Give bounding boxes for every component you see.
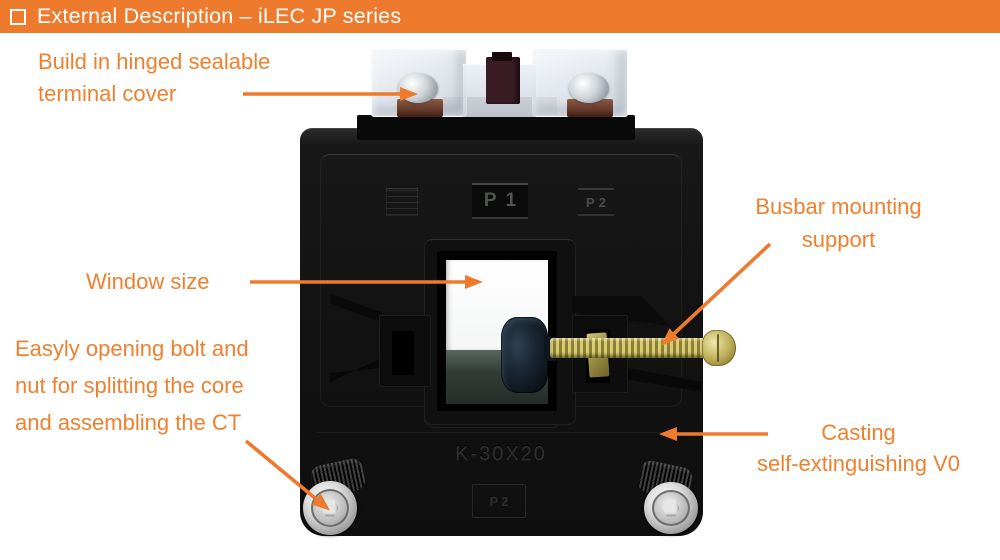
annotation-busbar-support: Busbar mounting support [736,190,941,256]
terminal-screw-right [569,73,609,103]
annotation-terminal-cover: Build in hinged sealable terminal cover [38,46,270,110]
emboss-mark-p1: P1 [472,183,528,219]
emboss-mark-bottom: P2 [472,484,526,518]
split-core-bolt-right [644,482,698,534]
section-header-bar: External Description – iLEC JP series [0,0,1000,33]
emboss-model-number: K-30X20 [455,443,547,465]
busbar-mounting-bolt [550,338,706,358]
bolt-cap-ring [652,490,690,526]
annotation-line: self-extinguishing V0 [756,451,960,476]
emboss-mark-p2: P2 [578,188,614,216]
terminal-cover-base [357,115,635,140]
emboss-mark-left [386,188,418,216]
annotation-casting: Casting self-extinguishing V0 [736,417,981,479]
square-outline-icon [10,8,26,25]
annotation-line: terminal cover [38,81,177,106]
copper-lug-left [397,99,443,117]
ct-panel-seam [316,432,686,433]
annotation-window-size: Window size [86,266,209,298]
terminal-hinge-tab [492,52,512,61]
page-title: External Description – iLEC JP series [37,4,402,28]
annotation-line: nut for splitting the core [15,373,244,398]
thumb-knob [501,317,548,393]
annotation-line: Busbar mounting [755,194,922,219]
terminal-screw-left [398,73,438,103]
split-core-bolt-left [303,481,357,535]
annotation-line: support [801,227,876,252]
copper-lug-right [567,99,613,117]
annotation-line: Easyly opening bolt and [15,336,249,361]
hex-socket-icon [321,499,339,517]
bolt-head [702,330,736,366]
annotation-split-bolt: Easyly opening bolt and nut for splittin… [15,330,249,441]
annotation-line: and assembling the CT [15,410,242,435]
annotation-line: Build in hinged sealable [38,49,271,74]
bolt-cap-ring [311,489,349,527]
annotation-line: Window size [86,269,210,294]
annotation-line: Casting [821,420,896,445]
hex-socket-icon [662,499,680,517]
terminal-hinge-block [486,57,520,104]
left-bracket-slot [391,330,415,376]
